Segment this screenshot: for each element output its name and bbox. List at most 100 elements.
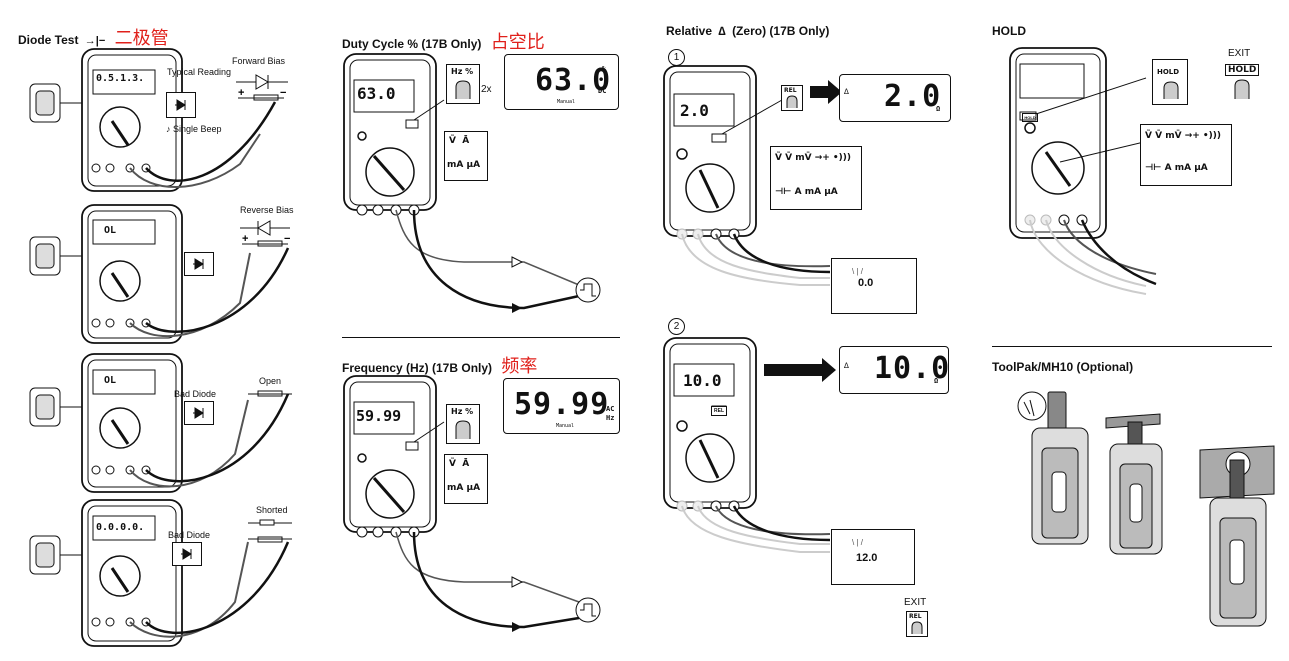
- freq-sym-row2: mA μA: [447, 483, 481, 493]
- open-label: Open: [259, 376, 282, 386]
- toolpak-illustration: [1017, 391, 1275, 627]
- duty-hz-button[interactable]: Hz %: [446, 64, 480, 104]
- hold-meter-illustration: [1009, 47, 1157, 295]
- diode-symbol-forward-icon: +−: [236, 74, 288, 101]
- sparkle-icon-2: \ | /: [852, 538, 863, 547]
- relative-lcd-2-unit: Ω: [934, 377, 939, 385]
- hold-sym-row2: ⊣⊢ A mA μA: [1145, 163, 1208, 173]
- freq-lcd-unit-top: AC: [606, 405, 615, 413]
- diode-title-text: Diode Test: [18, 33, 79, 47]
- toolpak-title: ToolPak/MH10 (Optional): [992, 360, 1134, 374]
- relative-selector-callout-1: Ṽ V̄ mV̄ →+ •))) ⊣⊢ A mA μA: [770, 146, 862, 210]
- column-4-divider: [992, 346, 1272, 347]
- relative-lcd-1: ∆ 2.0 Ω: [839, 74, 951, 122]
- diode-test-title: Diode Test →|− 二极管: [18, 24, 169, 50]
- freq-meter-reading: 59.99: [356, 407, 402, 425]
- freq-hz-percent-label: Hz %: [451, 407, 474, 416]
- diode-button-callout-4: [172, 542, 202, 566]
- rel-button-1[interactable]: REL: [781, 85, 803, 111]
- rel1-sym-row2: ⊣⊢ A mA μA: [775, 187, 838, 197]
- finger-press-icon-2: [455, 420, 471, 439]
- freq-hz-button[interactable]: Hz %: [446, 404, 480, 444]
- duty-lcd-unit-top: %: [602, 65, 607, 73]
- freq-lcd-value: 59.99: [514, 387, 610, 422]
- diode-meter-4: [29, 499, 290, 647]
- diode-shorted-icon: [248, 519, 292, 543]
- relative-source-1-value: 0.0: [858, 277, 874, 289]
- hold-exit-button[interactable]: HOLD: [1224, 60, 1260, 100]
- diode-reading-3: OL: [104, 375, 117, 386]
- relative-exit-label: EXIT: [904, 597, 927, 608]
- freq-title-cn: 频率: [501, 356, 538, 377]
- relative-meter-1-reading: 2.0: [680, 101, 709, 120]
- svg-text:−: −: [280, 87, 286, 99]
- diode-meter-3: [29, 353, 290, 493]
- press-twice-label: 2x: [481, 84, 492, 95]
- relative-delta-icon-1: ∆: [844, 87, 849, 96]
- relative-source-2-value: 12.0: [856, 552, 878, 564]
- diode-reading-1: 0.5.1.3.: [96, 73, 145, 84]
- svg-text:−: −: [284, 233, 290, 245]
- duty-meter-reading: 63.0: [357, 84, 396, 103]
- diode-meter-2: [29, 204, 290, 344]
- rel-indicator-2: REL: [711, 406, 727, 416]
- relative-meter-1: [663, 65, 842, 286]
- duty-sym-row1: Ṽ Ā: [449, 136, 470, 146]
- bad-diode-label-1: Bad Diode: [174, 389, 217, 399]
- freq-lcd-unit: Hz: [606, 414, 615, 422]
- hz-percent-label: Hz %: [451, 67, 474, 76]
- relative-meter-2-reading: 10.0: [683, 371, 722, 390]
- relative-title: Relative ∆ (Zero) (17B Only): [666, 24, 829, 38]
- relative-lcd-1-unit: Ω: [936, 105, 941, 113]
- duty-sym-row2: mA μA: [447, 160, 481, 170]
- duty-title-cn: 占空比: [490, 32, 545, 53]
- finger-press-icon: [455, 80, 471, 99]
- svg-text:+: +: [238, 87, 244, 99]
- freq-meter-illustration: [343, 375, 601, 632]
- diode-reading-2: OL: [104, 225, 117, 236]
- finger-press-icon-4: [911, 621, 923, 634]
- note-icon: ♪: [166, 124, 171, 134]
- hold-button-label: HOLD: [1157, 68, 1180, 76]
- relative-source-1: 0.0 \ | /: [831, 258, 917, 314]
- duty-title-text: Duty Cycle % (17B Only): [342, 37, 482, 51]
- diode-button-callout-2: [184, 252, 214, 276]
- duty-lcd-value: 63.0: [535, 63, 612, 98]
- duty-selector-callout: Ṽ Ā mA μA: [444, 131, 488, 181]
- diode-button-callout-3: [184, 401, 214, 425]
- frequency-title: Frequency (Hz) (17B Only) 频率: [342, 352, 537, 378]
- relative-lcd-2: ∆ 10.0 Ω: [839, 346, 949, 394]
- finger-press-icon-6: [1234, 79, 1250, 99]
- relative-title-text: Relative: [666, 24, 713, 38]
- freq-selector-callout: Ṽ Ā mA μA: [444, 454, 488, 504]
- finger-press-icon-3: [786, 95, 798, 108]
- hold-indicator: HOLD: [1022, 113, 1038, 122]
- rel1-sym-row1: Ṽ V̄ mV̄ →+ •))): [775, 153, 852, 163]
- diode-open-icon: [248, 390, 292, 397]
- hold-exit-button-label: HOLD: [1225, 64, 1260, 76]
- rel-button-1-label: REL: [784, 87, 797, 94]
- relative-lcd-2-value: 10.0: [874, 351, 951, 386]
- finger-press-icon-5: [1163, 81, 1179, 99]
- duty-cycle-title: Duty Cycle % (17B Only) 占空比: [342, 28, 545, 54]
- forward-bias-label: Forward Bias: [232, 56, 286, 66]
- duty-lcd-display: 63.0 % DC Manual: [504, 54, 619, 110]
- diode-meter-1: [29, 48, 277, 192]
- typical-reading-label: Typical Reading: [167, 67, 232, 77]
- hold-selector-callout: Ṽ V̄ mV̄ →+ •))) ⊣⊢ A mA μA: [1140, 124, 1232, 186]
- shorted-label: Shorted: [256, 505, 288, 515]
- hold-button[interactable]: HOLD: [1152, 59, 1188, 105]
- diode-symbol-reverse-icon: +−: [240, 220, 290, 247]
- relative-lcd-1-value: 2.0: [884, 79, 942, 114]
- rel-exit-button-label: REL: [909, 613, 922, 620]
- diode-button-callout-1: [166, 92, 196, 118]
- svg-text:+: +: [242, 233, 248, 245]
- single-beep-text: Single Beep: [173, 124, 222, 134]
- hold-title: HOLD: [992, 24, 1026, 38]
- diode-reading-4: 0.0.0.0.: [96, 522, 145, 533]
- column-2-divider: [342, 337, 620, 338]
- rel-exit-button[interactable]: REL: [906, 611, 928, 637]
- reverse-bias-label: Reverse Bias: [240, 205, 294, 215]
- bad-diode-label-2: Bad Diode: [168, 530, 211, 540]
- diode-symbol-icon: →|−: [84, 35, 106, 47]
